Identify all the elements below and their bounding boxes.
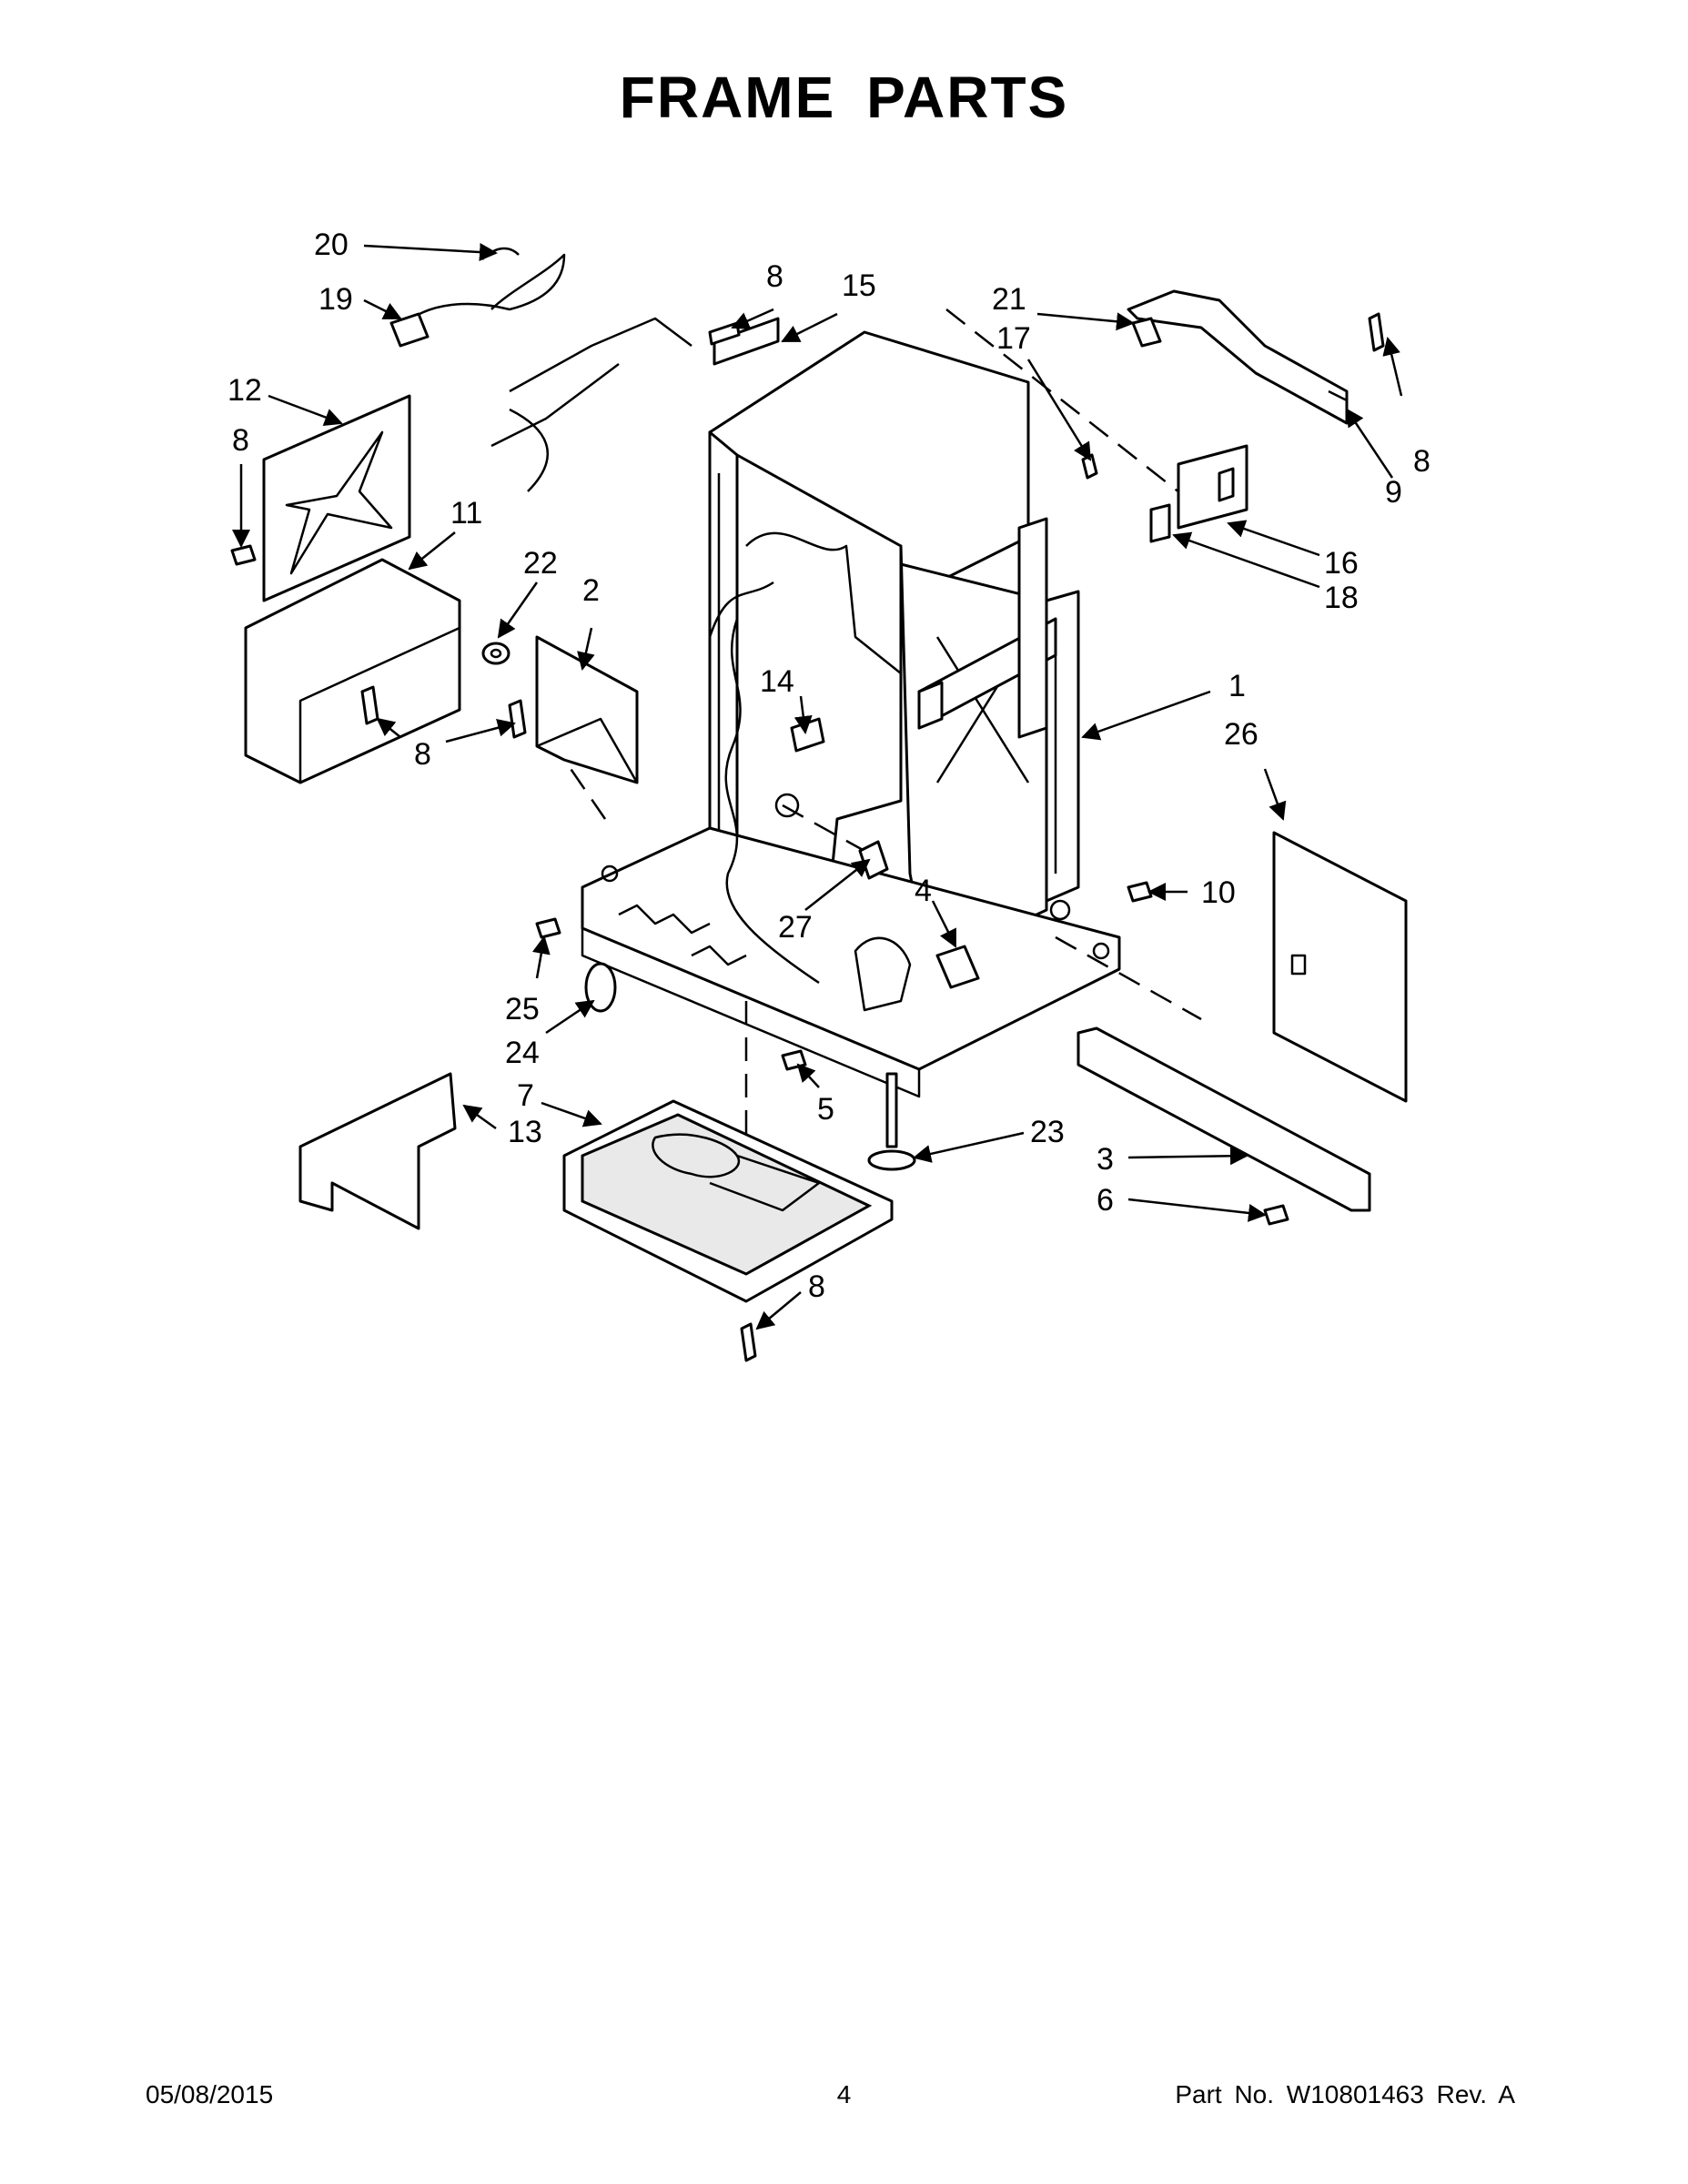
callout-26: 26 xyxy=(1224,717,1258,752)
base-pan-7 xyxy=(562,1099,894,1303)
callout-13: 13 xyxy=(508,1115,542,1149)
panel-13 xyxy=(298,1072,457,1230)
callout-numbers: 20 19 12 8 11 22 2 8 8 15 21 17 8 9 16 1… xyxy=(227,228,1430,1304)
bracket-2 xyxy=(535,635,639,784)
switch-bracket xyxy=(1149,444,1248,543)
callout-12: 12 xyxy=(227,373,262,408)
callout-10: 10 xyxy=(1201,875,1236,910)
shield-11 xyxy=(244,558,461,784)
footer-page-number: 4 xyxy=(836,2080,852,2108)
footer-part-number: Part No. W10801463 Rev. A xyxy=(1175,2080,1515,2108)
callout-8d: 8 xyxy=(1413,444,1430,479)
callout-1: 1 xyxy=(1228,669,1246,703)
callout-4: 4 xyxy=(915,874,932,908)
callout-19: 19 xyxy=(318,282,353,317)
callout-25: 25 xyxy=(505,992,540,1026)
callout-6: 6 xyxy=(1097,1183,1114,1218)
page-title: FRAME PARTS xyxy=(619,65,1069,130)
callout-3: 3 xyxy=(1097,1142,1114,1177)
callout-2: 2 xyxy=(582,573,600,608)
callout-16: 16 xyxy=(1324,546,1359,581)
callout-7: 7 xyxy=(517,1078,534,1113)
callout-14: 14 xyxy=(760,664,794,699)
callout-27: 27 xyxy=(778,910,813,945)
callout-11: 11 xyxy=(450,496,482,531)
callout-20: 20 xyxy=(314,228,349,262)
callout-15: 15 xyxy=(842,268,876,303)
callout-5: 5 xyxy=(817,1092,834,1127)
small-parts xyxy=(230,312,1385,1362)
side-panel-26 xyxy=(1272,831,1408,1103)
side-panel-12 xyxy=(262,394,411,602)
callout-24: 24 xyxy=(505,1036,540,1070)
callout-23: 23 xyxy=(1030,1115,1065,1149)
leader-lines xyxy=(232,243,1403,1330)
top-bracket xyxy=(1127,289,1349,425)
footer-date: 05/08/2015 xyxy=(146,2080,274,2108)
callout-21: 21 xyxy=(992,282,1026,317)
callout-8e: 8 xyxy=(808,1269,825,1304)
callout-18: 18 xyxy=(1324,581,1359,615)
rail-3 xyxy=(1076,1026,1371,1212)
wire-harness xyxy=(389,247,692,492)
callout-8c: 8 xyxy=(766,259,783,294)
callout-22: 22 xyxy=(523,546,558,581)
cabinet-frame xyxy=(553,308,1202,1201)
leveling-leg xyxy=(867,1072,916,1171)
callout-17: 17 xyxy=(996,321,1031,356)
callout-8a: 8 xyxy=(232,423,249,458)
callout-8b: 8 xyxy=(414,737,431,772)
callout-9: 9 xyxy=(1385,475,1402,510)
